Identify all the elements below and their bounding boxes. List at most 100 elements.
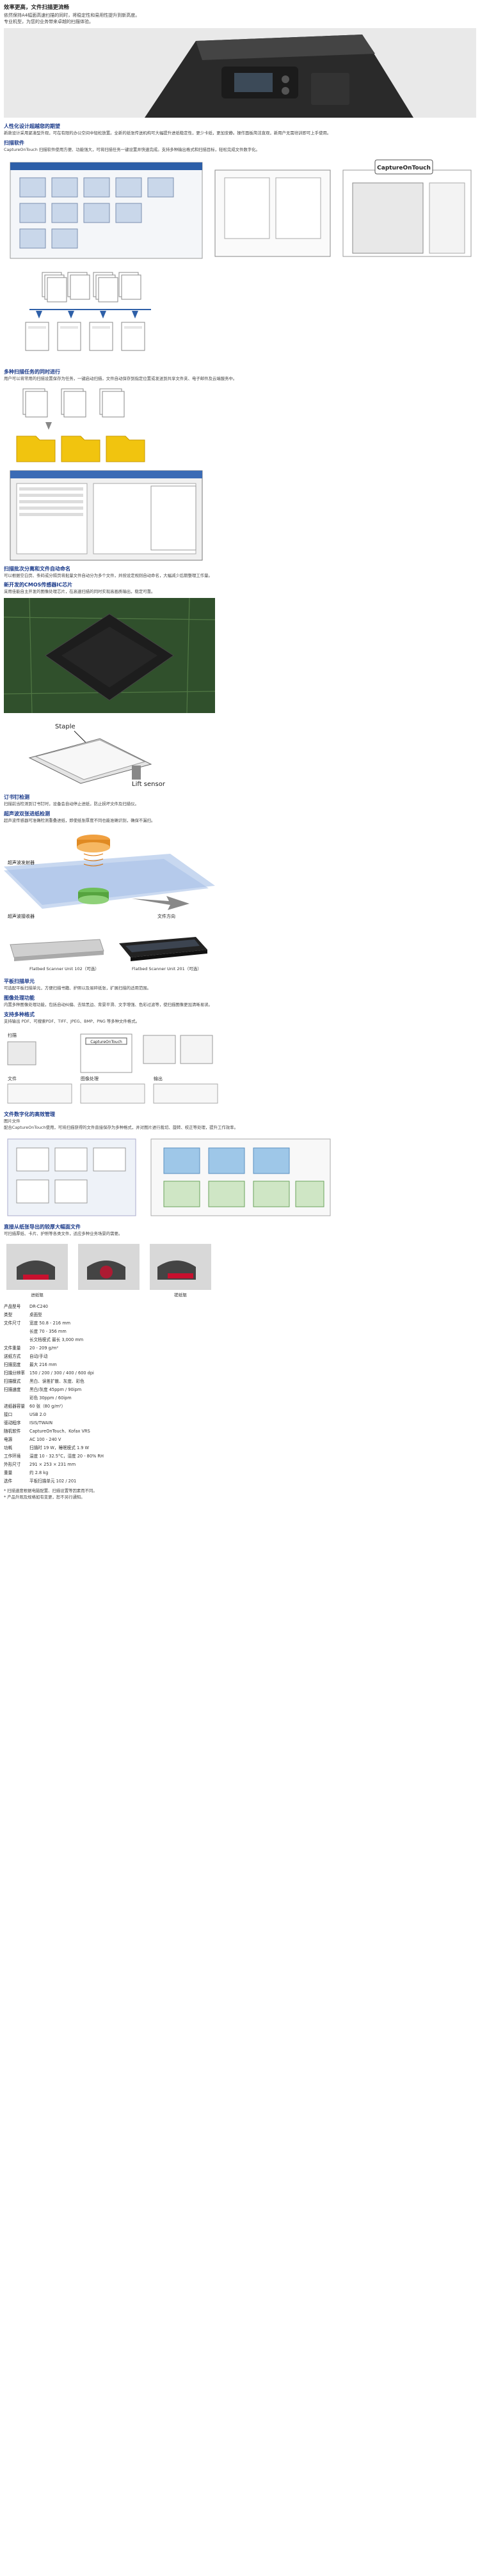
- spec-value: USB 2.0: [29, 1411, 47, 1417]
- intro-text: 效率更高，文件扫描更流畅 依然保持A4幅面高速扫描的同时，将稳定性和易用性提升到…: [4, 0, 476, 26]
- spec-row: 驱动程序 ISIS/TWAIN: [4, 1419, 476, 1427]
- batch-separation-diagram: [4, 269, 476, 366]
- spec-value: 291 × 253 × 231 mm: [29, 1461, 76, 1467]
- spec-row: 扫描模式 黑白、误差扩散、灰度、彩色: [4, 1378, 476, 1386]
- spec-value: 150 / 200 / 300 / 400 / 600 dpi: [29, 1370, 94, 1376]
- ultrasonic-diagram: 超声波发射器 超声波接收器 文件方向: [4, 828, 215, 925]
- spec-row: 接口 USB 2.0: [4, 1411, 476, 1419]
- ultra-label-right: 文件方向: [157, 913, 175, 919]
- spec-key: [4, 1394, 29, 1402]
- spec-row: 类型 桌面型: [4, 1311, 476, 1319]
- flatbed-body: 可选配平板扫描单元，方便扫描书籍、护照以及易碎纸张，扩展扫描的适用范围。: [4, 986, 152, 991]
- spec-key: 文件重量: [4, 1345, 21, 1351]
- staple-label: Staple: [55, 723, 76, 730]
- ultra-label-bottom: 超声波接收器: [8, 913, 35, 919]
- image-processing-body: 内置多种图像处理功能，包括自动纠偏、去除黑边、背景平滑、文字增强、色彩过滤等，使…: [4, 1002, 212, 1008]
- thick-docs-body: 可扫描厚纸、卡片、护照等各类文件，适应多种业务场景的需要。: [4, 1230, 123, 1236]
- spec-row: 扫描分辨率 150 / 200 / 300 / 400 / 600 dpi: [4, 1369, 476, 1378]
- multi-task-body: 用户可以将常用的扫描设置保存为任务，一键启动扫描，文件自动保存到指定位置或发送到…: [4, 375, 237, 381]
- spec-row: 扫描速度 黑白/灰度 45ppm / 90ipm: [4, 1386, 476, 1394]
- spec-row: 文件尺寸 宽度 50.8 - 216 mm: [4, 1319, 476, 1328]
- spec-key: 送纸方式: [4, 1353, 21, 1359]
- thick-docs-title: 直接从纸张导出的较厚大幅面文件: [4, 1223, 81, 1230]
- spec-row: 彩色 30ppm / 60ipm: [4, 1394, 476, 1402]
- ultrasonic-body: 超声波传感器可准确检测重叠进纸，即使纸张厚度不同也能准确识别，确保不漏扫。: [4, 818, 156, 824]
- spec-key: 驱动程序: [4, 1420, 21, 1425]
- spec-value: AC 100 - 240 V: [29, 1436, 61, 1442]
- spec-value: 宽度 50.8 - 216 mm: [29, 1320, 71, 1326]
- diag-label-2: 文件: [8, 1076, 17, 1081]
- roller-label-3: 搓纸辊: [174, 1292, 187, 1298]
- formats-title: 支持多种格式: [4, 1012, 35, 1018]
- roller-label-1: 进纸辊: [31, 1292, 44, 1298]
- spec-key: 产品型号: [4, 1303, 21, 1309]
- naming-title: 扫描批次分离和文件自动命名: [4, 565, 70, 572]
- spec-value: 温度 10 - 32.5°C，湿度 20 - 80% RH: [29, 1453, 104, 1459]
- management-subtitle: 图片文件: [4, 1118, 20, 1124]
- roller-photos: 进纸辊 搓纸辊: [4, 1241, 215, 1299]
- flatbed-title: 平板扫描单元: [4, 978, 35, 985]
- diag-label-4: 输出: [154, 1076, 163, 1081]
- spec-value: 自动/手动: [29, 1353, 48, 1359]
- spec-value: 彩色 30ppm / 60ipm: [29, 1395, 72, 1401]
- spec-key: 接口: [4, 1411, 13, 1417]
- spec-value: 黑白、误差扩散、灰度、彩色: [29, 1378, 84, 1384]
- design-body: 新款设计采用紧凑型外观，可在有限的办公空间中轻松放置。全新的纸张传送机构可大幅提…: [4, 130, 332, 136]
- spec-value: 约 2.8 kg: [29, 1470, 49, 1475]
- chip-title: 新开发的CMOS传感器IC芯片: [4, 582, 73, 588]
- spec-row: 长度 70 - 356 mm: [4, 1328, 476, 1336]
- spec-notes: * 扫描速度根据电脑配置、扫描设置等因素而不同。* 产品外观及规格如有变更，恕不…: [4, 1488, 476, 1501]
- hero-scanner-photo: [4, 27, 476, 118]
- flatbed-unit-2: Flatbed Scanner Unit 201（可选）: [132, 966, 202, 971]
- diag-label-1: 扫描: [8, 1032, 17, 1038]
- ultrasonic-title: 超声波双张进纸检测: [4, 811, 50, 817]
- intro-title: 效率更高，文件扫描更流畅: [4, 4, 70, 11]
- spec-key: 工作环境: [4, 1453, 21, 1459]
- diag-logo: CaptureOnTouch: [90, 1040, 122, 1044]
- spec-key: 扫描分辨率: [4, 1370, 25, 1376]
- ultra-label-top: 超声波发射器: [8, 860, 35, 865]
- spec-key: 文件尺寸: [4, 1320, 21, 1326]
- spec-key: [4, 1336, 29, 1344]
- workflow-diagram-2: [4, 1135, 337, 1218]
- spec-value: 桌面型: [29, 1312, 42, 1317]
- spec-key: 类型: [4, 1312, 13, 1317]
- chip-photo: [4, 598, 215, 714]
- spec-value: 最大 216 mm: [29, 1362, 57, 1367]
- spec-row: 外形尺寸 291 × 253 × 231 mm: [4, 1461, 476, 1469]
- spec-value: 黑白/灰度 45ppm / 90ipm: [29, 1386, 82, 1392]
- spec-value: 20 - 209 g/m²: [29, 1345, 59, 1351]
- spec-key: 外形尺寸: [4, 1461, 21, 1467]
- spec-row: 功耗扫描时 19 W，睡眠模式 1.9 W: [4, 1444, 476, 1452]
- lift-sensor-label: Lift sensor: [132, 781, 166, 788]
- multi-task-title: 多种扫描任务的同时进行: [4, 368, 60, 375]
- staple-title: 订书钉检测: [4, 794, 29, 801]
- spec-key: 扫描宽度: [4, 1362, 21, 1367]
- chip-body: 采用佳能自主开发的图像处理芯片，在高速扫描的同时实现高画质输出，稳定可靠。: [4, 589, 156, 595]
- spec-key: 扫描模式: [4, 1378, 21, 1384]
- flatbed-unit-1: Flatbed Scanner Unit 102（可选）: [29, 966, 99, 971]
- spec-note: * 扫描速度根据电脑配置、扫描设置等因素而不同。: [4, 1488, 97, 1493]
- spec-note: * 产品外观及规格如有变更，恕不另行通知。: [4, 1494, 85, 1500]
- spec-key: 扫描速度: [4, 1386, 21, 1392]
- software-title: 扫描软件: [4, 139, 24, 146]
- design-title: 人性化设计超越您的期望: [4, 123, 60, 129]
- spec-key: [4, 1328, 29, 1336]
- naming-dialog-screenshot: [4, 466, 476, 563]
- software-body: CaptureOnTouch 扫描软件使用方便、功能强大，可将扫描任务一键设置并…: [4, 146, 260, 152]
- spec-key: 重量: [4, 1470, 13, 1475]
- spec-value: 长度 70 - 356 mm: [29, 1328, 67, 1334]
- spec-row: 文件重量 20 - 209 g/m²: [4, 1344, 476, 1353]
- spec-row: 扫描宽度 最大 216 mm: [4, 1361, 476, 1369]
- spec-value: ISIS/TWAIN: [29, 1420, 53, 1425]
- spec-value: 60 张（80 g/m²）: [29, 1403, 66, 1409]
- folder-output-diagram: [4, 386, 476, 463]
- software-logo: CaptureOnTouch: [377, 165, 431, 171]
- image-processing-title: 图像处理功能: [4, 995, 35, 1001]
- spec-row: 选件平板扫描单元 102 / 201: [4, 1477, 476, 1486]
- spec-key: 电源: [4, 1436, 13, 1442]
- spec-row: 工作环境 温度 10 - 32.5°C，湿度 20 - 80% RH: [4, 1452, 476, 1461]
